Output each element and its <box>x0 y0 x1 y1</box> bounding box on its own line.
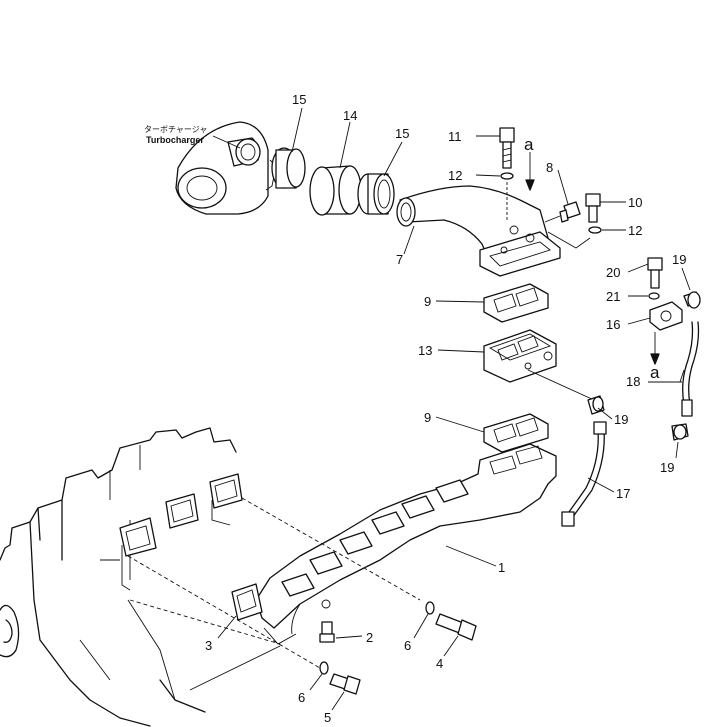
fitting-19-top <box>683 291 701 309</box>
callout-12-top: 12 <box>448 168 462 183</box>
sensor-8-axis <box>544 215 561 223</box>
turbocharger-label-jp: ターボチャージャ <box>144 125 207 134</box>
callout-13: 13 <box>418 343 432 358</box>
tube-17-outline <box>571 429 605 519</box>
callout-15-right: 15 <box>395 126 409 141</box>
callout-11: 11 <box>448 129 462 144</box>
bolt-20 <box>647 257 663 289</box>
washer-6-left <box>319 661 329 675</box>
bolt-10-leader <box>547 231 591 249</box>
callout-10: 10 <box>628 195 642 210</box>
connector-7 <box>396 185 561 277</box>
hose-14 <box>309 165 362 216</box>
bolt-10 <box>585 193 601 223</box>
tube-17 <box>565 429 599 517</box>
fitting-19-middle <box>587 395 605 415</box>
callout-20: 20 <box>606 265 620 280</box>
tube-18 <box>682 321 694 405</box>
callout-ref-a-right: a <box>650 363 660 382</box>
gasket-9-upper <box>483 283 549 323</box>
washer-6-right <box>425 601 435 615</box>
callout-19-top: 19 <box>672 252 686 267</box>
bolt-4 <box>435 613 477 641</box>
callout-7: 7 <box>396 252 403 267</box>
callout-19-lower: 19 <box>660 460 674 475</box>
callout-9-lower: 9 <box>424 410 431 425</box>
callout-4: 4 <box>436 656 443 671</box>
washer-12-right <box>588 226 602 234</box>
clamp-15-right <box>357 173 395 215</box>
sensor-8 <box>559 201 581 223</box>
turbocharger-label-en: Turbocharger <box>146 135 204 145</box>
washer-12-top <box>500 172 514 180</box>
callout-6-right: 6 <box>404 638 411 653</box>
valve-13 <box>483 329 557 383</box>
leader-turbocharger <box>212 135 241 149</box>
plug-2 <box>319 621 335 643</box>
callout-19-middle: 19 <box>614 412 628 427</box>
callout-9-upper: 9 <box>424 294 431 309</box>
callout-15-left: 15 <box>292 92 306 107</box>
washer-21 <box>648 292 660 300</box>
callout-3: 3 <box>205 638 212 653</box>
engine-block <box>0 427 237 727</box>
callout-1: 1 <box>498 560 505 575</box>
callout-2: 2 <box>366 630 373 645</box>
bolt-11 <box>499 127 515 169</box>
valve-13-axis <box>527 369 595 401</box>
turbocharger <box>175 121 277 215</box>
callout-5: 5 <box>324 710 331 725</box>
tube-17-bottom <box>561 511 575 527</box>
tube-18-outline <box>688 321 700 405</box>
tube-18-end <box>681 399 693 417</box>
callout-12-right: 12 <box>628 223 642 238</box>
gasket-9-lower <box>483 413 549 453</box>
callout-14: 14 <box>343 108 357 123</box>
clamp-15-left <box>271 147 306 189</box>
callout-8: 8 <box>546 160 553 175</box>
fitting-19-lower <box>671 423 689 441</box>
callout-16: 16 <box>606 317 620 332</box>
exhaust-manifold-1 <box>255 443 557 645</box>
callout-6-left: 6 <box>298 690 305 705</box>
tube-17-top <box>593 421 607 435</box>
gasket-3 <box>231 583 263 621</box>
callout-17: 17 <box>616 486 630 501</box>
leader-lines <box>217 107 691 711</box>
bolt-5 <box>329 673 361 695</box>
callout-18: 18 <box>626 374 640 389</box>
engine-port-gaskets <box>119 473 243 591</box>
assembly-lines <box>127 497 421 691</box>
bracket-16 <box>649 301 683 331</box>
callout-ref-a-top: a <box>524 135 534 154</box>
callout-21: 21 <box>606 289 620 304</box>
